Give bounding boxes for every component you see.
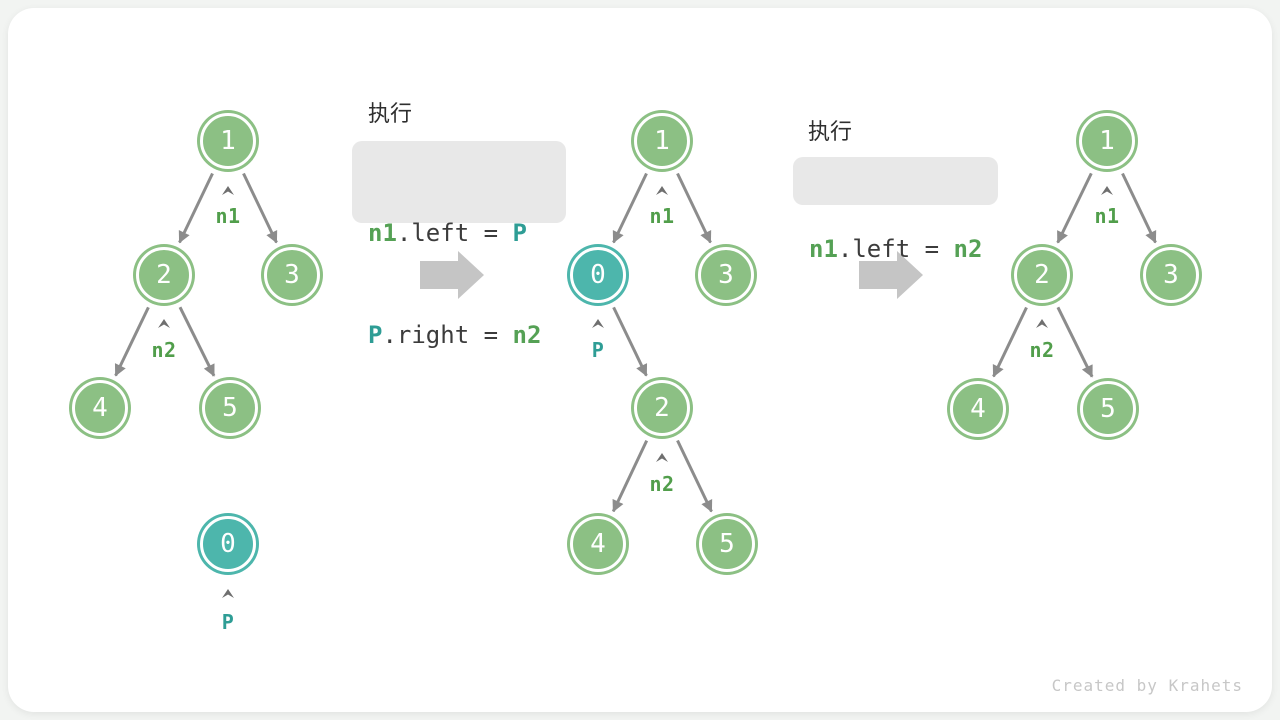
code-token: n2 [953, 235, 983, 263]
watermark-credit: Created by Krahets [1051, 676, 1243, 695]
tree3-node-2: 2 [1014, 247, 1070, 303]
exec-label: 执行 [808, 120, 853, 145]
tree1-node-5: 5 [202, 380, 258, 436]
pointer-label-n1: n1 [215, 204, 241, 228]
pointer-label-n1: n1 [1094, 204, 1120, 228]
tree2-node-5: 5 [699, 516, 755, 572]
tree2-node-2: 2 [634, 380, 690, 436]
code-token: n1 [368, 219, 397, 247]
tree1-node-4: 4 [72, 380, 128, 436]
tree2-node-3: 3 [698, 247, 754, 303]
code-line: P.right = n2 [368, 318, 550, 352]
pointer-label-p: P [591, 338, 605, 362]
pointer-label-n2: n2 [649, 472, 675, 496]
code-token: .left = [837, 235, 954, 263]
tree1-node-1: 1 [200, 113, 256, 169]
tree2-node-1: 1 [634, 113, 690, 169]
code-token: P [512, 219, 527, 247]
code-token: P [368, 321, 383, 349]
code-block-1: n1.left = P P.right = n2 [352, 141, 566, 349]
tree3-node-1: 1 [1079, 113, 1135, 169]
code-token: .right = [382, 321, 513, 349]
code-line: n1.left = n2 [809, 232, 982, 266]
pointer-label-n1: n1 [649, 204, 675, 228]
code-token: n1 [809, 235, 838, 263]
code-token: .left = [396, 219, 513, 247]
exec-label: 执行 [368, 102, 413, 127]
code-block-2: n1.left = n2 [793, 157, 998, 263]
tree1-node-0: 0 [200, 516, 256, 572]
tree1-node-3: 3 [264, 247, 320, 303]
code-line: n1.left = P [368, 216, 550, 250]
diagram-card [8, 8, 1272, 712]
code-token: n2 [512, 321, 542, 349]
tree3-node-3: 3 [1143, 247, 1199, 303]
tree2-node-0: 0 [570, 247, 626, 303]
pointer-label-p: P [221, 610, 235, 634]
tree3-node-5: 5 [1080, 381, 1136, 437]
pointer-label-n2: n2 [151, 338, 177, 362]
tree2-node-4: 4 [570, 516, 626, 572]
pointer-label-n2: n2 [1029, 338, 1055, 362]
tree1-node-2: 2 [136, 247, 192, 303]
tree3-node-4: 4 [950, 381, 1006, 437]
